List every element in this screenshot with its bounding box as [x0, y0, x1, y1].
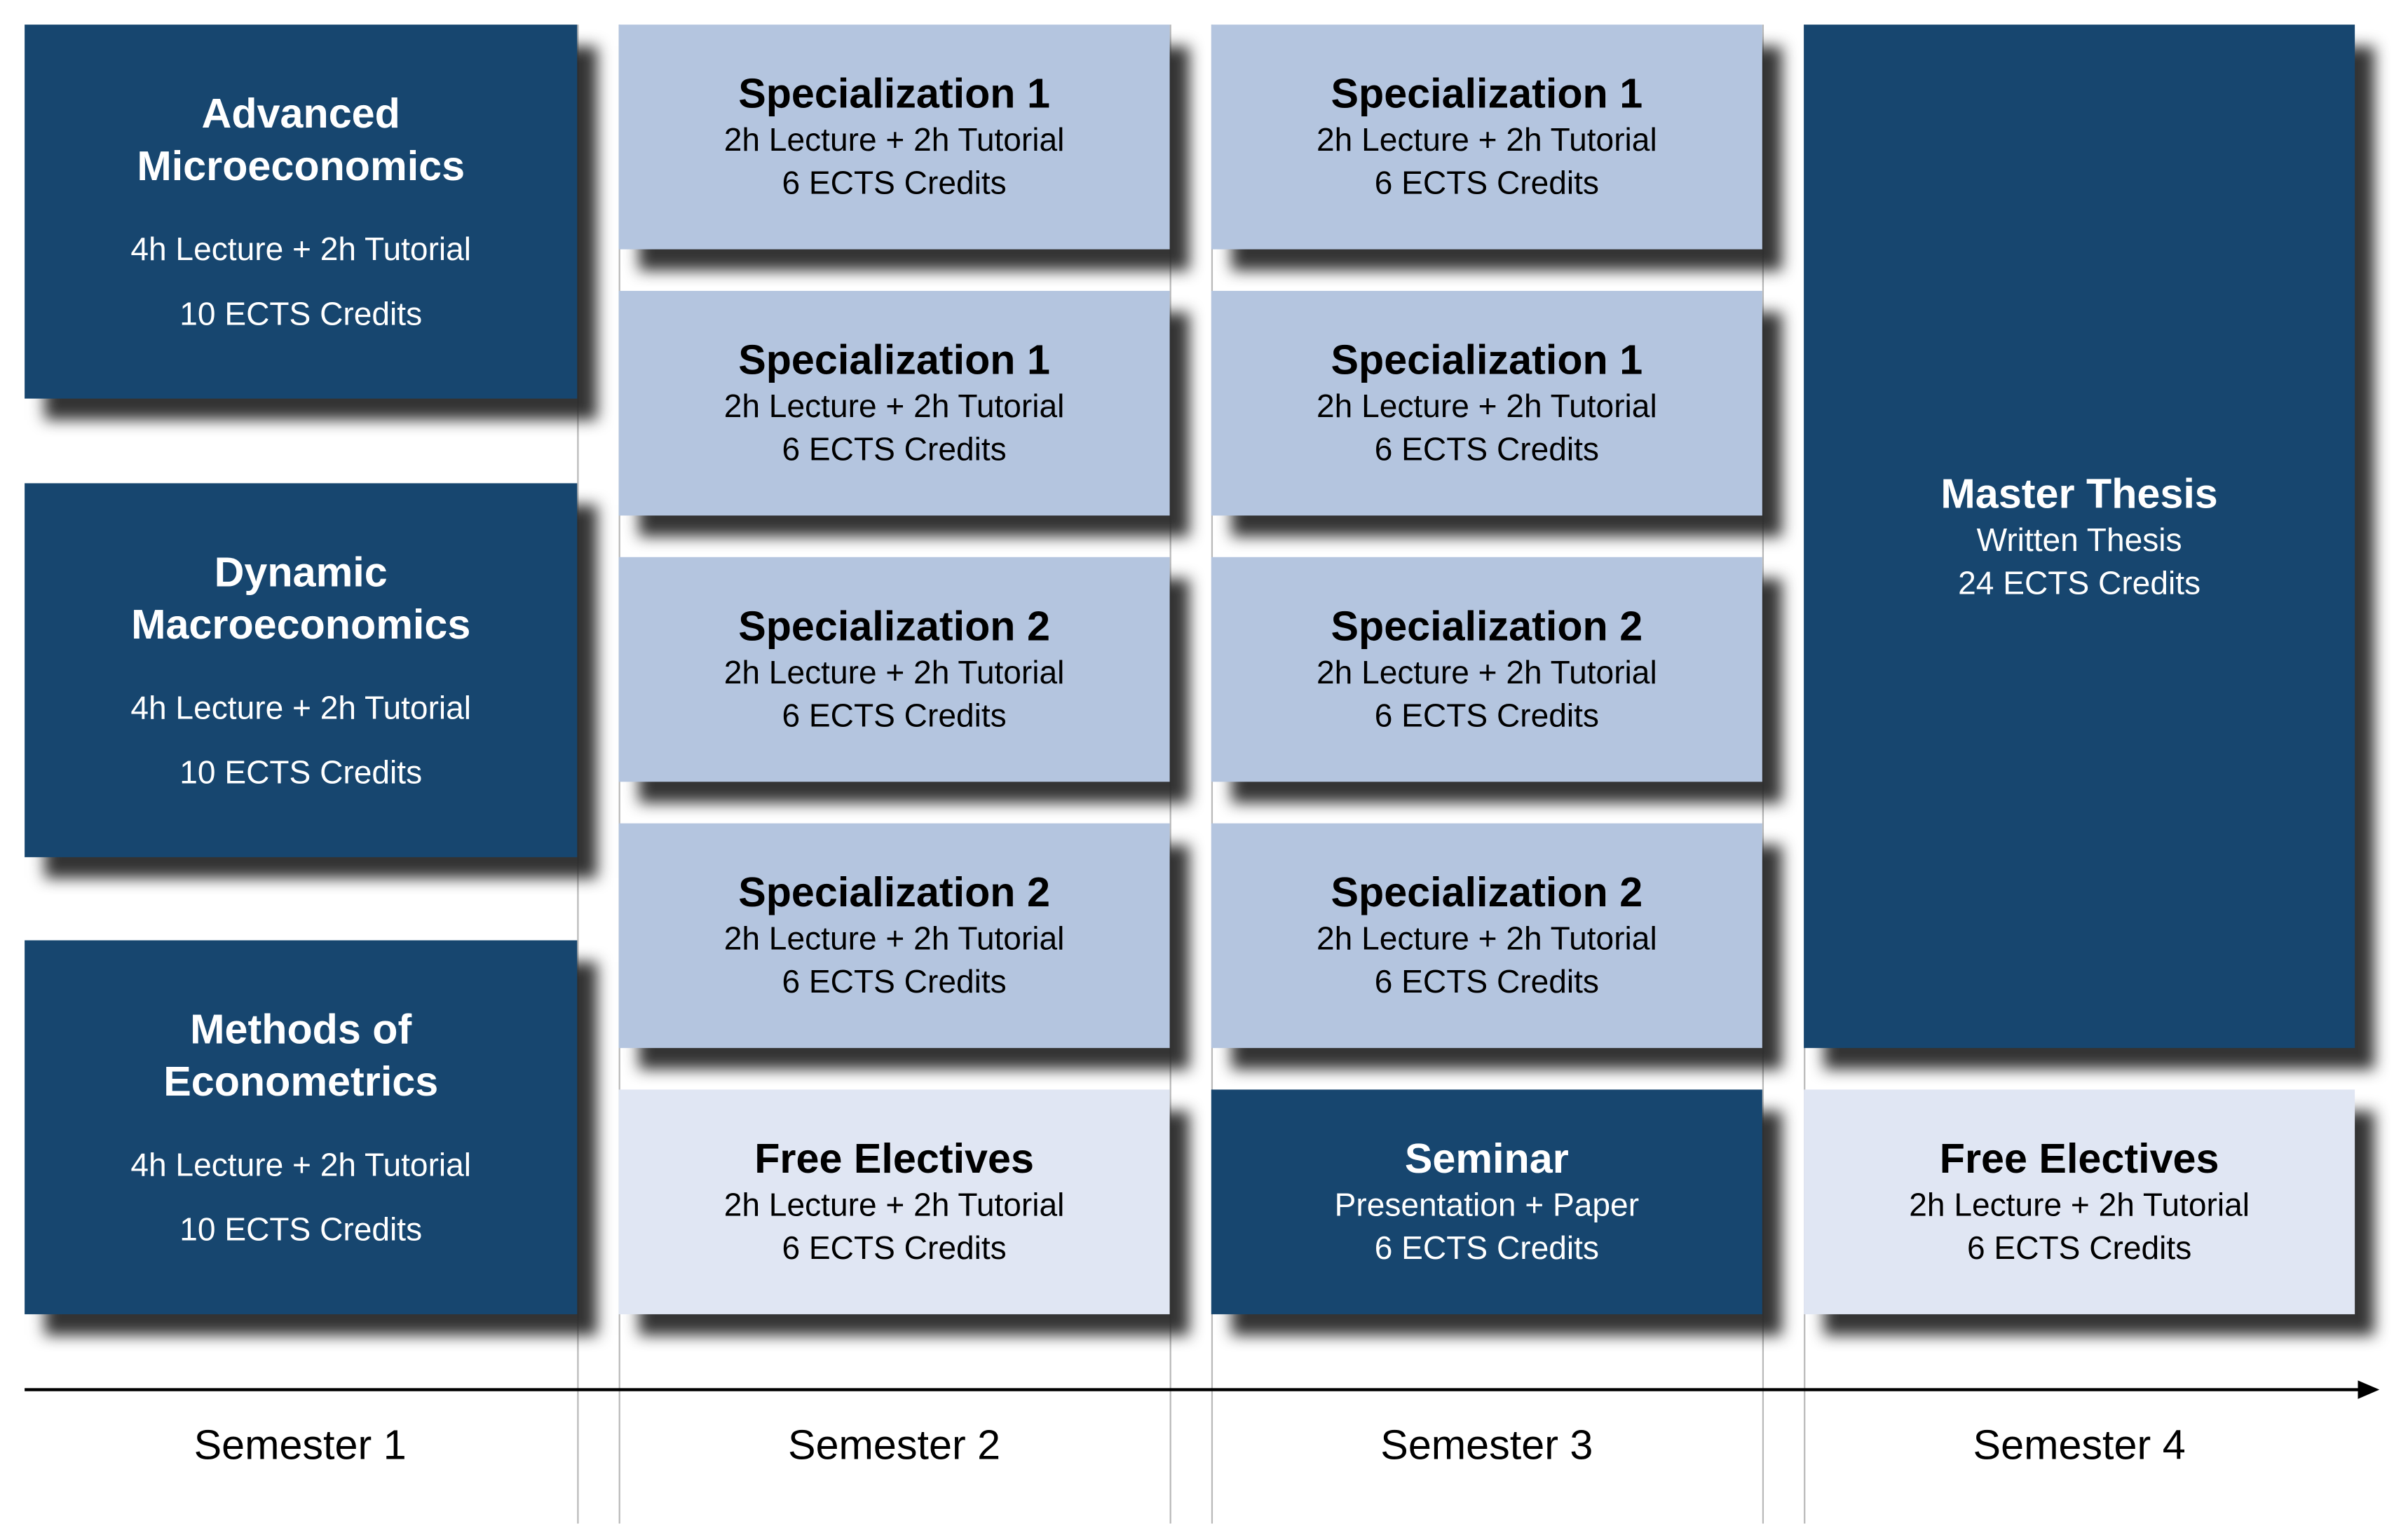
course-hours: 4h Lecture + 2h Tutorial — [130, 690, 472, 726]
arrow-head-icon — [2358, 1380, 2380, 1399]
course-title: Specialization 2 — [738, 603, 1050, 650]
course-box: Specialization 2 2h Lecture + 2h Tutorial… — [618, 557, 1170, 782]
course-title: Specialization 1 — [738, 70, 1050, 117]
course-title: Free Electives — [754, 1136, 1034, 1183]
course-title: Specialization 1 — [1331, 336, 1643, 383]
column-divider — [577, 25, 579, 1524]
course-hours: 2h Lecture + 2h Tutorial — [723, 123, 1065, 159]
course-title-line: Microeconomics — [137, 142, 465, 189]
course-title-line: Dynamic — [214, 548, 388, 595]
semester-2-label: Semester 2 — [788, 1422, 1001, 1469]
course-credits: 6 ECTS Credits — [782, 166, 1007, 202]
course-credits: 10 ECTS Credits — [179, 754, 423, 791]
course-box: Specialization 2 2h Lecture + 2h Tutorial… — [1211, 823, 1762, 1049]
course-box: Specialization 2 2h Lecture + 2h Tutorial… — [1211, 557, 1762, 782]
course-box: Specialization 1 2h Lecture + 2h Tutorial… — [618, 25, 1170, 250]
course-credits: 6 ECTS Credits — [1374, 965, 1599, 1001]
course-hours: 2h Lecture + 2h Tutorial — [723, 655, 1065, 691]
course-title: Specialization 2 — [1331, 603, 1643, 650]
course-credits: 6 ECTS Credits — [1374, 166, 1599, 202]
thesis-title: Master Thesis — [1940, 470, 2218, 517]
course-box: Free Electives 2h Lecture + 2h Tutorial 6 … — [1804, 1089, 2355, 1314]
course-box: Free Electives 2h Lecture + 2h Tutorial 6 … — [618, 1089, 1170, 1314]
course-hours: 2h Lecture + 2h Tutorial — [723, 922, 1065, 958]
course-title: Seminar — [1404, 1136, 1569, 1183]
course-box: Specialization 1 2h Lecture + 2h Tutorial… — [1211, 25, 1762, 250]
course-credits: 6 ECTS Credits — [782, 432, 1007, 468]
course-credits: 10 ECTS Credits — [179, 296, 423, 332]
course-title: Specialization 2 — [1331, 869, 1643, 916]
course-credits: 6 ECTS Credits — [1374, 432, 1599, 468]
course-title: Specialization 1 — [1331, 70, 1643, 117]
course-box: Methods of Econometrics 4h Lecture + 2h Tu… — [25, 940, 578, 1314]
course-credits: 6 ECTS Credits — [782, 965, 1007, 1001]
course-credits: 10 ECTS Credits — [179, 1211, 423, 1248]
course-credits: 6 ECTS Credits — [782, 1231, 1007, 1267]
course-hours: 4h Lecture + 2h Tutorial — [130, 231, 472, 267]
course-title: Methods of Econometrics — [163, 1002, 438, 1107]
course-box: Specialization 2 2h Lecture + 2h Tutorial… — [618, 823, 1170, 1049]
course-hours: Presentation + Paper — [1334, 1187, 1640, 1224]
course-credits: 6 ECTS Credits — [1966, 1231, 2192, 1267]
course-credits: 6 ECTS Credits — [1374, 1231, 1599, 1267]
thesis-type: Written Thesis — [1976, 523, 2182, 559]
course-title-line: Methods of — [190, 1005, 412, 1052]
course-hours: 2h Lecture + 2h Tutorial — [723, 1187, 1065, 1224]
course-box: Specialization 1 2h Lecture + 2h Tutorial… — [618, 290, 1170, 516]
semester-1-label: Semester 1 — [193, 1422, 407, 1469]
course-hours: 2h Lecture + 2h Tutorial — [1316, 123, 1657, 159]
course-title: Specialization 1 — [738, 336, 1050, 383]
column-divider — [1762, 25, 1764, 1524]
course-hours: 2h Lecture + 2h Tutorial — [1316, 922, 1657, 958]
semester-4-label: Semester 4 — [1973, 1422, 2186, 1469]
course-hours: 2h Lecture + 2h Tutorial — [1909, 1187, 2250, 1224]
course-credits: 6 ECTS Credits — [782, 698, 1007, 735]
thesis-credits: 24 ECTS Credits — [1958, 566, 2201, 602]
course-hours: 4h Lecture + 2h Tutorial — [130, 1147, 472, 1183]
course-title-line: Macroeconomics — [131, 601, 471, 648]
course-box: Specialization 1 2h Lecture + 2h Tutorial… — [1211, 290, 1762, 516]
course-hours: 2h Lecture + 2h Tutorial — [723, 389, 1065, 425]
column-divider — [1169, 25, 1171, 1524]
semester-3-label: Semester 3 — [1380, 1422, 1593, 1469]
course-hours: 2h Lecture + 2h Tutorial — [1316, 655, 1657, 691]
course-credits: 6 ECTS Credits — [1374, 698, 1599, 735]
timeline-axis — [25, 1388, 2365, 1391]
course-title: Specialization 2 — [738, 869, 1050, 916]
course-title-line: Advanced — [201, 90, 400, 137]
course-hours: 2h Lecture + 2h Tutorial — [1316, 389, 1657, 425]
course-title: Free Electives — [1939, 1136, 2219, 1183]
course-title-line: Econometrics — [163, 1058, 439, 1105]
